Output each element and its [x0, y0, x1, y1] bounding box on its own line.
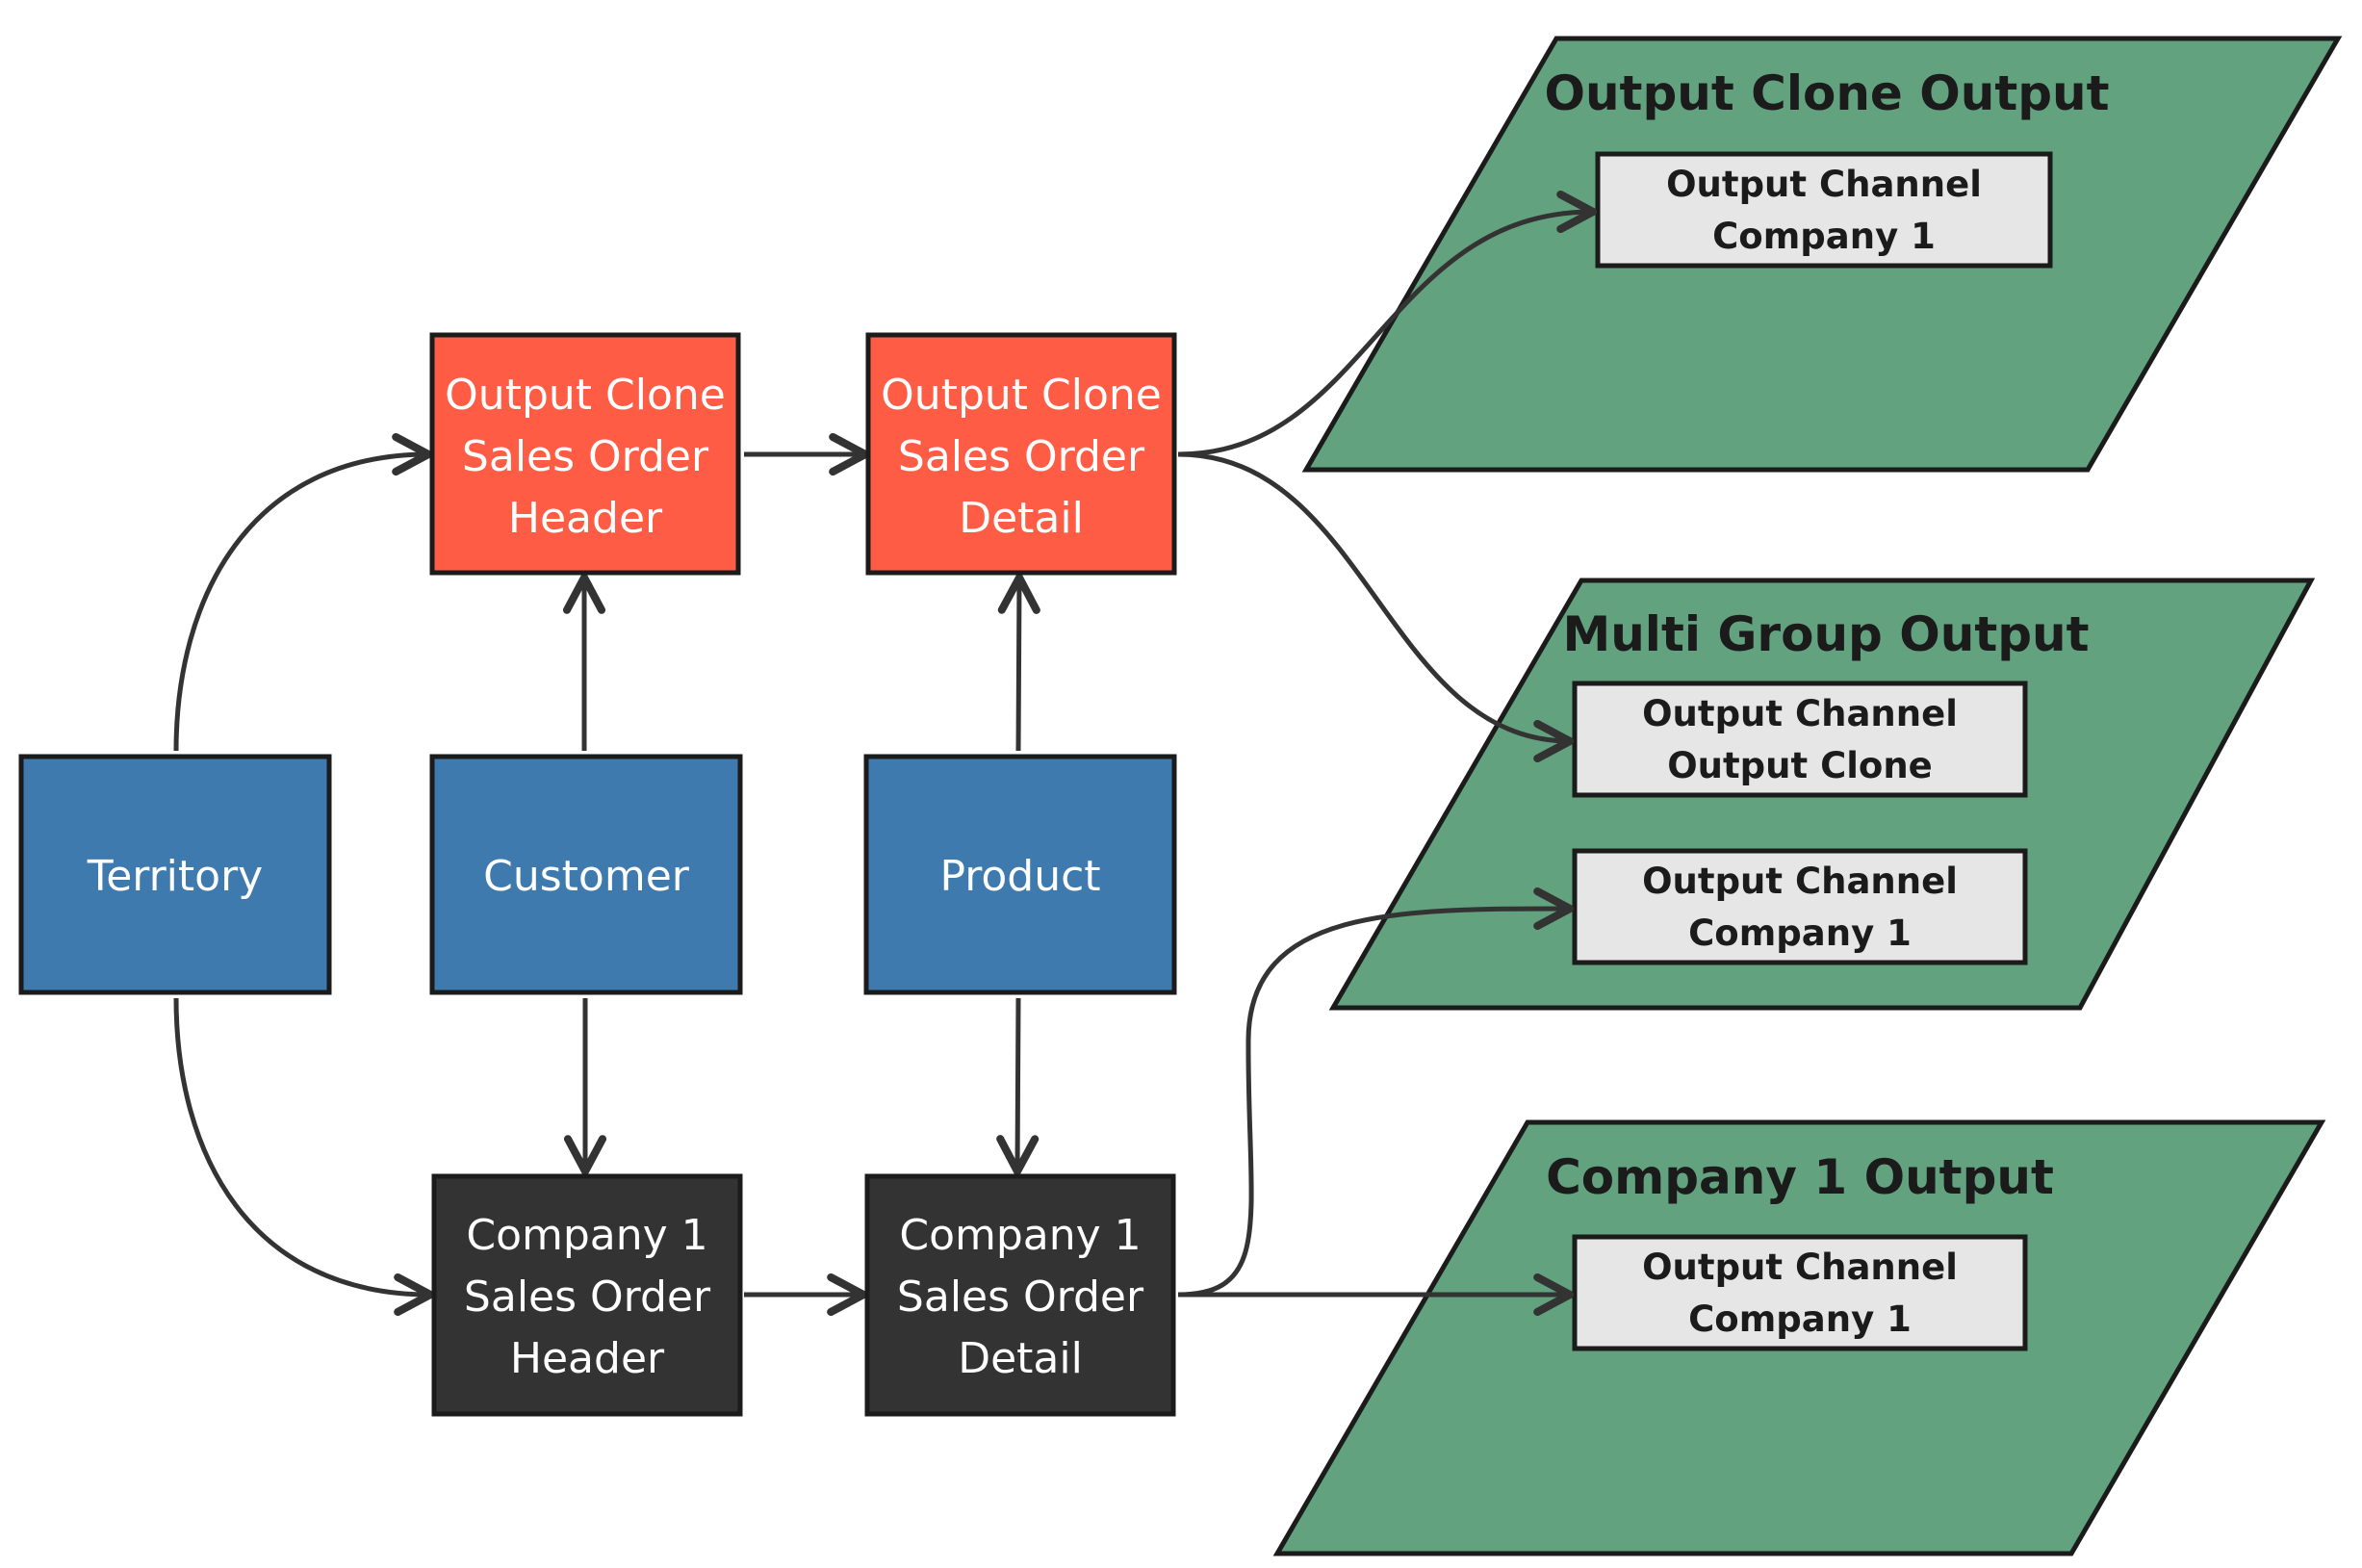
node-label: Sales Order — [462, 432, 709, 481]
node-label: Product — [939, 852, 1100, 901]
node-label: Output Clone — [881, 371, 1162, 420]
group-multi-group-output: Multi Group Output Output Channel Output… — [1328, 578, 2316, 1011]
node-label: Detail — [958, 1334, 1083, 1383]
edge-territory-to-oc-header — [173, 432, 433, 752]
group-company-1-output: Company 1 Output Output Channel Company … — [1272, 1119, 2326, 1556]
output-channel-label: Company 1 — [1712, 216, 1936, 257]
output-channel-box[interactable] — [1595, 151, 2053, 269]
edge-oc-detail-to-mgo-output-clone — [1177, 451, 1575, 762]
node-label: Territory — [87, 852, 263, 901]
node-customer[interactable]: Customer — [429, 754, 743, 995]
output-channel-label: Output Channel — [1642, 861, 1958, 902]
node-label: Sales Order — [897, 1272, 1144, 1322]
node-output-clone-sales-order-detail[interactable]: Output Clone Sales Order Detail — [865, 332, 1177, 576]
output-channel-company-1[interactable]: Output Channel Company 1 — [1572, 848, 2028, 965]
edge-product-to-c1-detail — [996, 997, 1040, 1176]
node-label: Customer — [483, 852, 690, 901]
node-label: Company 1 — [466, 1211, 707, 1260]
edge-territory-to-c1-header — [173, 997, 435, 1317]
node-label: Output Clone — [445, 371, 726, 420]
output-channel-box[interactable] — [1572, 848, 2028, 965]
output-channel-output-clone[interactable]: Output Channel Output Clone — [1572, 681, 2028, 798]
output-channel-box[interactable] — [1572, 681, 2028, 798]
edge-product-to-oc-detail — [997, 573, 1040, 752]
output-channel-label: Output Clone — [1667, 745, 1933, 786]
node-product[interactable]: Product — [863, 754, 1177, 995]
node-c1-header-box[interactable] — [431, 1173, 743, 1417]
group-output-clone-output: Output Clone Output Output Channel Compa… — [1301, 36, 2343, 473]
output-channel-label: Company 1 — [1688, 1298, 1912, 1340]
node-label: Company 1 — [899, 1211, 1141, 1260]
node-product-box[interactable] — [863, 754, 1177, 995]
node-output-clone-sales-order-header[interactable]: Output Clone Sales Order Header — [429, 332, 741, 576]
node-territory[interactable]: Territory — [18, 754, 332, 995]
node-company-1-sales-order-detail[interactable]: Company 1 Sales Order Detail — [864, 1173, 1176, 1417]
node-label: Header — [508, 494, 663, 543]
output-channel-label: Output Channel — [1642, 693, 1958, 734]
node-c1-detail-box[interactable] — [864, 1173, 1176, 1417]
output-channel-company-1[interactable]: Output Channel Company 1 — [1595, 151, 2053, 269]
edge-c1-detail-to-mgo-company-1 — [1177, 887, 1575, 1298]
node-oc-detail-box[interactable] — [865, 332, 1177, 576]
output-channel-label: Output Channel — [1642, 1247, 1958, 1288]
node-customer-box[interactable] — [429, 754, 743, 995]
node-label: Header — [510, 1334, 665, 1383]
edge-oc-detail-to-oco-channel — [1177, 190, 1598, 457]
group-title: Company 1 Output — [1546, 1149, 2054, 1205]
node-company-1-sales-order-header[interactable]: Company 1 Sales Order Header — [431, 1173, 743, 1417]
node-label: Detail — [959, 494, 1084, 543]
output-channel-company-1[interactable]: Output Channel Company 1 — [1572, 1234, 2028, 1351]
output-channel-box[interactable] — [1572, 1234, 2028, 1351]
node-label: Sales Order — [464, 1272, 711, 1322]
group-title: Output Clone Output — [1544, 65, 2109, 121]
node-territory-box[interactable] — [18, 754, 332, 995]
group-title: Multi Group Output — [1562, 606, 2089, 662]
node-oc-header-box[interactable] — [429, 332, 741, 576]
output-channel-label: Output Channel — [1666, 164, 1982, 205]
output-channel-label: Company 1 — [1688, 913, 1912, 954]
edges — [173, 190, 1598, 1317]
node-label: Sales Order — [898, 432, 1145, 481]
